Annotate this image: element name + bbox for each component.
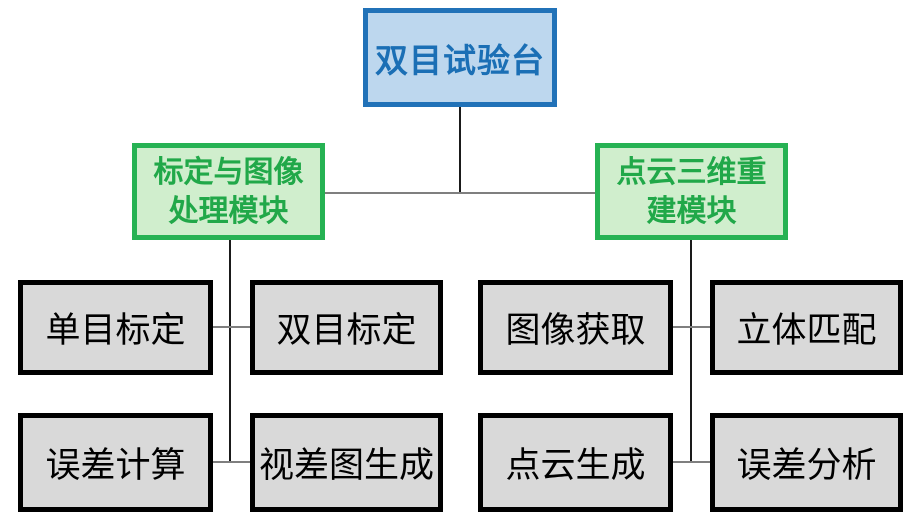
module-label-line1: 点云三维重 (616, 154, 767, 190)
leaf-node-stereo-matching: 立体匹配 (710, 280, 903, 375)
connector-right-row2 (673, 461, 710, 463)
connector-left-row1 (213, 326, 250, 328)
leaf-label: 立体匹配 (736, 311, 877, 351)
leaf-label: 误差分析 (736, 446, 877, 486)
leaf-label: 点云生成 (505, 446, 646, 486)
leaf-node-monocular-calibration: 单目标定 (18, 280, 213, 375)
leaf-label: 视差图生成 (258, 446, 434, 486)
leaf-label: 图像获取 (505, 311, 646, 351)
root-node-test-bench: 双目试验台 (363, 8, 557, 107)
connector-left-row2 (213, 461, 250, 463)
module-label-line1: 标定与图像 (153, 154, 304, 190)
module-node-calibration-image-processing: 标定与图像 处理模块 (132, 143, 325, 240)
module-node-pointcloud-3d-reconstruction: 点云三维重 建模块 (595, 143, 788, 240)
leaf-node-binocular-calibration: 双目标定 (250, 280, 443, 375)
leaf-node-disparity-map-generation: 视差图生成 (250, 413, 443, 512)
leaf-node-pointcloud-generation: 点云生成 (478, 413, 673, 512)
connector-right-spine (690, 240, 692, 462)
module-label-line2: 建模块 (646, 193, 737, 229)
leaf-node-error-calculation: 误差计算 (18, 413, 213, 512)
leaf-node-error-analysis: 误差分析 (710, 413, 903, 512)
connector-left-spine (229, 240, 231, 462)
connector-module-crossbar (325, 192, 595, 194)
module-label-line2: 处理模块 (168, 193, 289, 229)
leaf-label: 误差计算 (45, 446, 186, 486)
leaf-label: 双目标定 (276, 311, 417, 351)
root-node-label: 双目试验台 (375, 40, 545, 80)
connector-right-row1 (673, 326, 710, 328)
leaf-node-image-acquisition: 图像获取 (478, 280, 673, 375)
connector-root-stem (459, 107, 461, 193)
leaf-label: 单目标定 (45, 311, 186, 351)
